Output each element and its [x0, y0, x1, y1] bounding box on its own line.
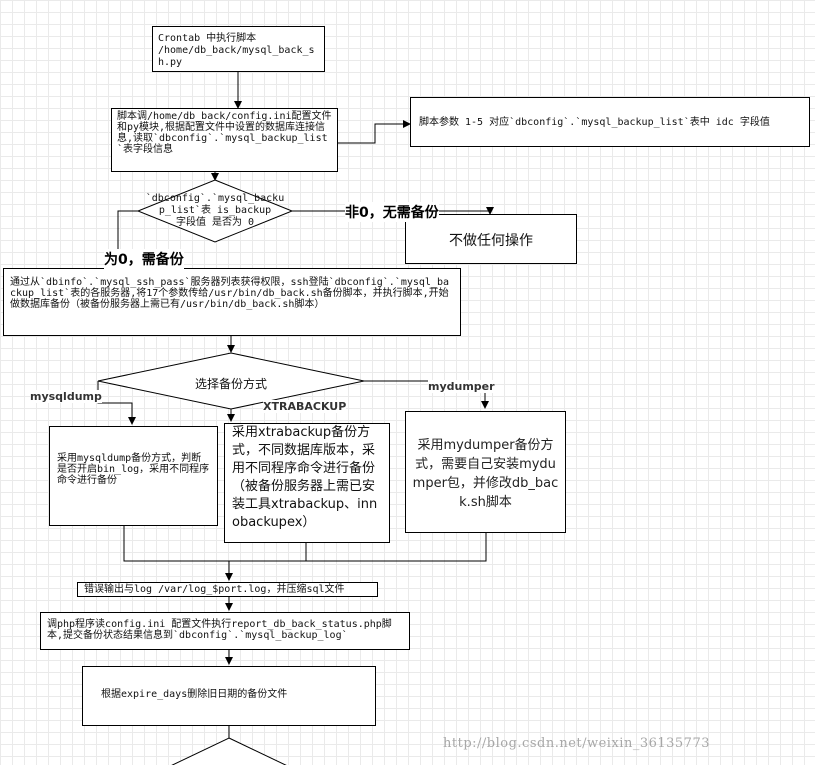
node-mysqldump: 采用mysqldump备份方式，判断是否开启bin_log，采用不同程序命令进行… [49, 426, 218, 526]
node-no-action-text: 不做任何操作 [449, 233, 533, 249]
edge-label-not-zero: 非0，无需备份 [345, 202, 439, 222]
decision-backup-text: `dbconfig`.`mysql_backu p_list`表 is_back… [145, 193, 285, 228]
node-params-note: 脚本参数 1-5 对应`dbconfig`.`mysql_backup_list… [410, 97, 810, 147]
node-log-output: 错误输出与log /var/log_$port.log，并压缩sql文件 [77, 582, 378, 597]
node-xtrabackup: 采用xtrabackup备份方式，不同数据库版本，采用不同程序命令进行备份（被备… [224, 423, 390, 543]
edge-config-to-params [338, 120, 411, 144]
node-read-config: 脚本调/home/db_back/config.ini配置文件和py模块,根据配… [111, 108, 338, 172]
decision-diamond-next [171, 737, 287, 765]
node-ssh-run: 通过从`dbinfo`.`mysql_ssh_pass`服务器列表获得权限，ss… [3, 268, 461, 336]
edge-label-is-zero: 为0，需备份 [104, 249, 184, 269]
decision-method-text: 选择备份方式 [194, 377, 267, 391]
node-read-config-text: 脚本调/home/db_back/config.ini配置文件和py模块,根据配… [117, 111, 332, 155]
node-report-php-text: 调php程序读config.ini 配置文件执行report_db_back_s… [47, 619, 392, 641]
node-params-note-text: 脚本参数 1-5 对应`dbconfig`.`mysql_backup_list… [419, 117, 770, 128]
node-xtrabackup-text: 采用xtrabackup备份方式，不同数据库版本，采用不同程序命令进行备份（被备… [232, 425, 378, 530]
node-mydumper: 采用mydumper备份方式，需要自己安装mydumper包，并修改db_bac… [405, 411, 566, 533]
edge-mysqldump-to-merge [123, 526, 487, 562]
node-mysqldump-text: 采用mysqldump备份方式，判断是否开启bin_log，采用不同程序命令进行… [57, 453, 210, 486]
decision-diamond-backup [136, 179, 294, 243]
node-start-text: Crontab 中执行脚本 /home/db_back/mysql_back_s… [158, 33, 315, 68]
node-log-output-text: 错误输出与log /var/log_$port.log，并压缩sql文件 [84, 584, 345, 595]
node-no-action: 不做任何操作 [405, 214, 577, 264]
edge-label-mydumper: mydumper [428, 380, 495, 393]
node-report-php: 调php程序读config.ini 配置文件执行report_db_back_s… [40, 612, 410, 650]
node-start: Crontab 中执行脚本 /home/db_back/mysql_back_s… [152, 26, 325, 72]
node-delete-old: 根据expire_days删除旧日期的备份文件 [82, 666, 376, 726]
edge-decision-to-ssh [114, 210, 138, 267]
watermark-text: http://blog.csdn.net/weixin_36135773 [443, 736, 710, 751]
node-delete-old-text: 根据expire_days删除旧日期的备份文件 [101, 689, 288, 700]
edge-label-mysqldump: mysqldump [30, 390, 102, 403]
edge-label-xtrabackup: XTRABACKUP [263, 400, 347, 413]
node-mydumper-text: 采用mydumper备份方式，需要自己安装mydumper包，并修改db_bac… [412, 438, 559, 510]
node-ssh-run-text: 通过从`dbinfo`.`mysql_ssh_pass`服务器列表获得权限，ss… [10, 277, 449, 310]
